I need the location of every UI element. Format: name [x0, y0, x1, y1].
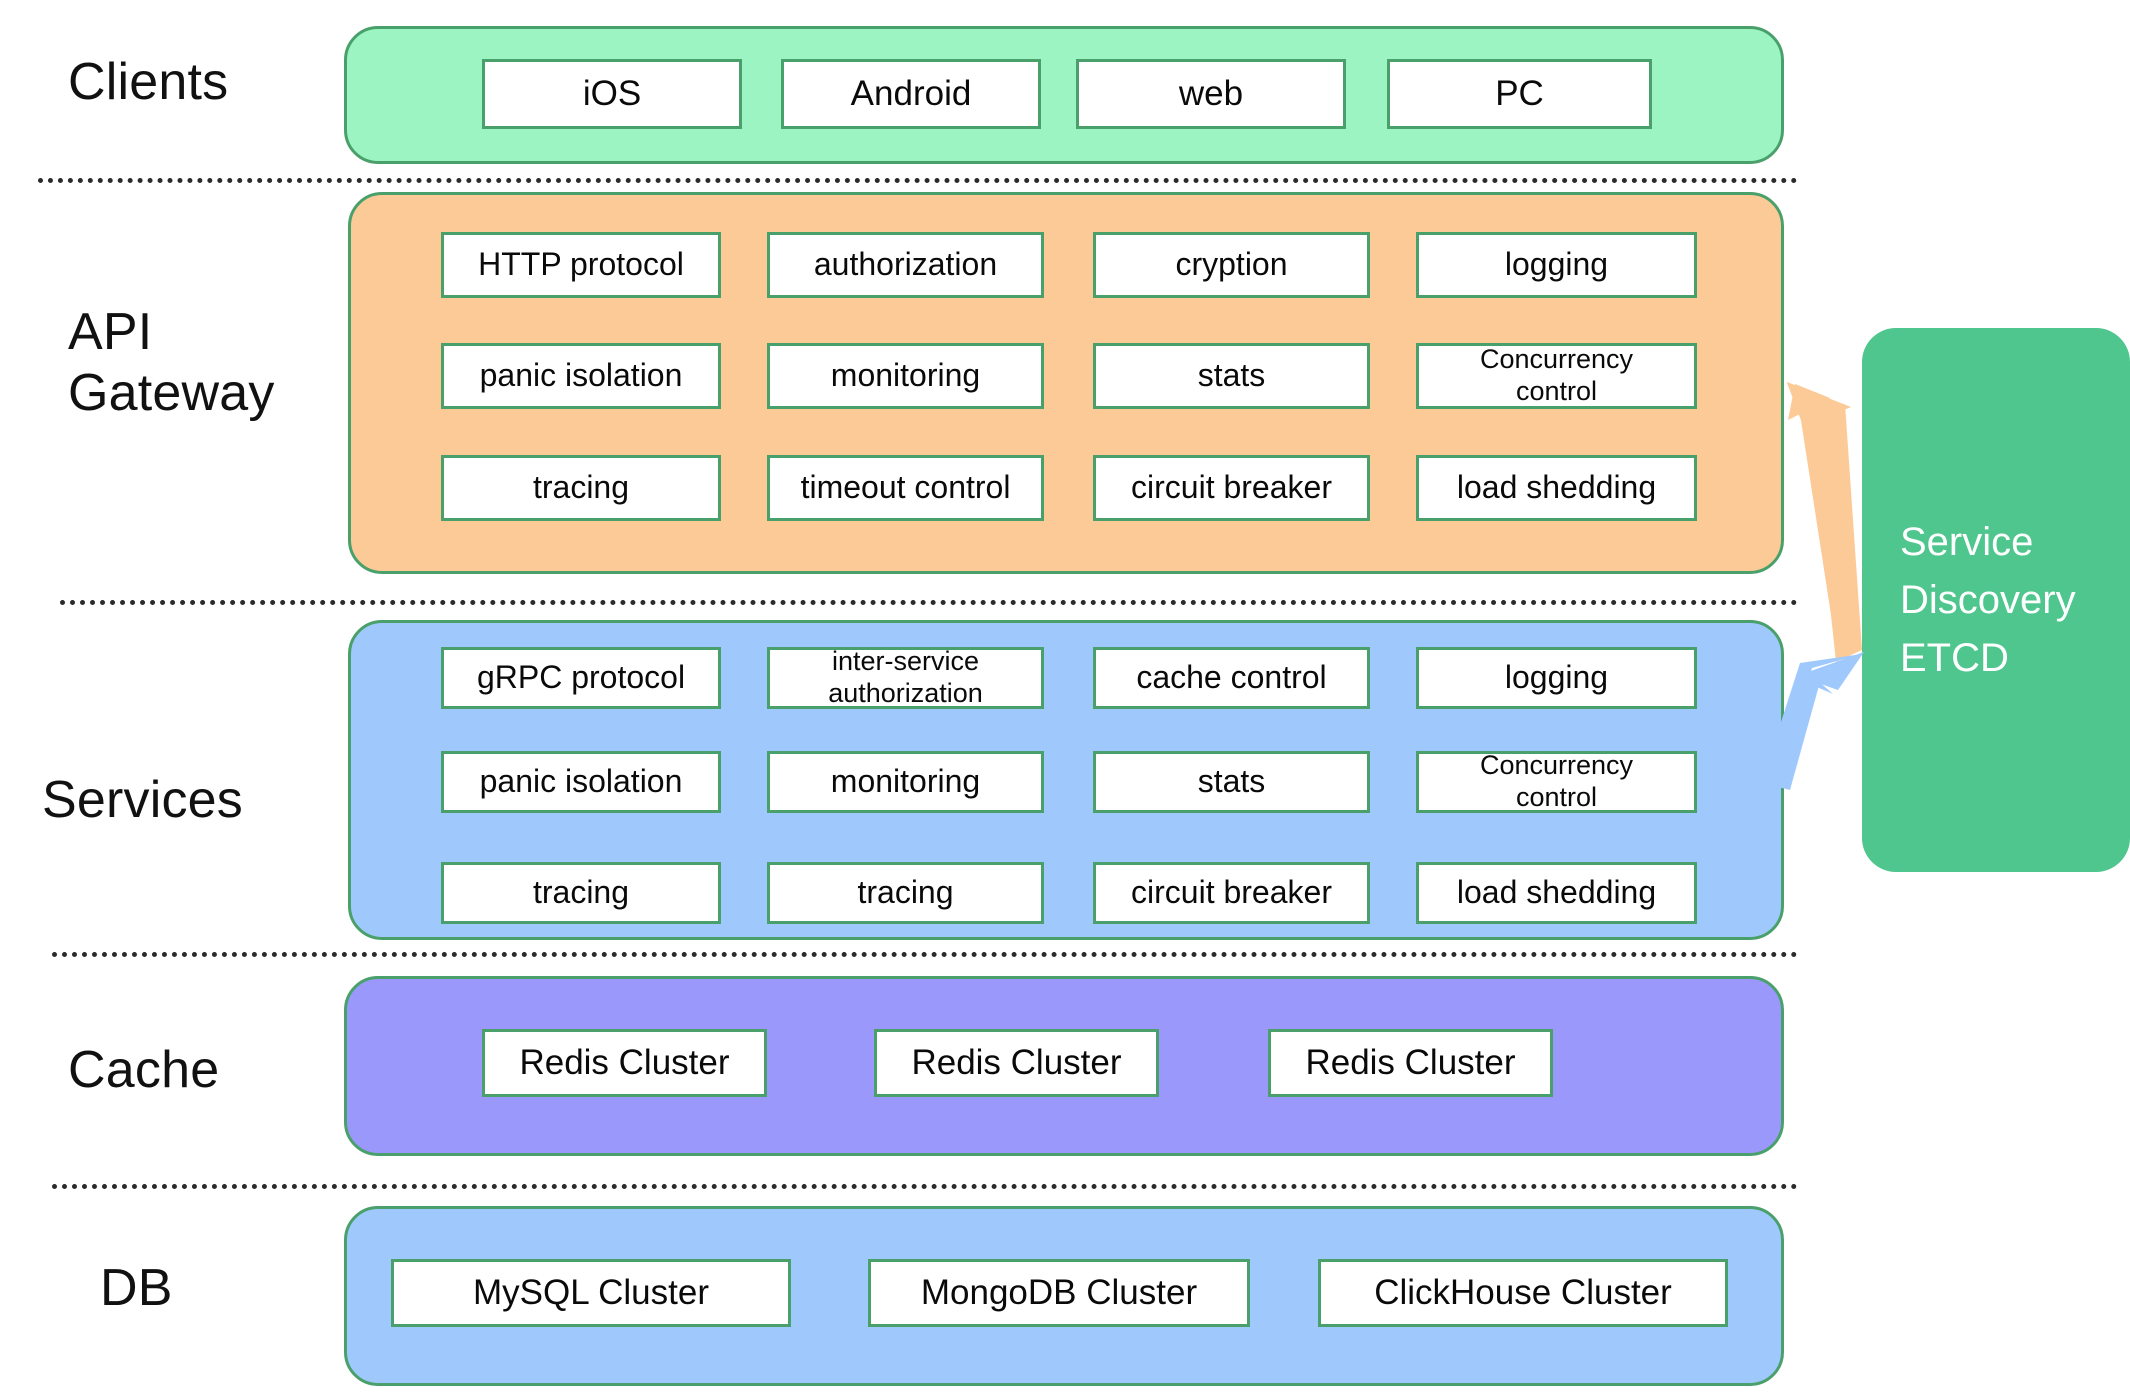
- cache-item-redis-2[interactable]: Redis Cluster: [874, 1029, 1159, 1097]
- arrow-gateway-to-etcd: [1787, 382, 1862, 662]
- row-label-api-gateway: API Gateway: [68, 303, 275, 423]
- gateway-item-tracing[interactable]: tracing: [441, 455, 721, 521]
- service-item-logging[interactable]: logging: [1416, 647, 1697, 709]
- gateway-item-load-shedding[interactable]: load shedding: [1416, 455, 1697, 521]
- service-item-stats[interactable]: stats: [1093, 751, 1370, 813]
- client-item-android[interactable]: Android: [781, 59, 1041, 129]
- row-label-db: DB: [100, 1259, 173, 1317]
- service-item-panic-isolation[interactable]: panic isolation: [441, 751, 721, 813]
- client-item-web[interactable]: web: [1076, 59, 1346, 129]
- service-item-cache-control[interactable]: cache control: [1093, 647, 1370, 709]
- band-api-gateway: HTTP protocol authorization cryption log…: [348, 192, 1784, 574]
- row-label-clients: Clients: [68, 53, 229, 111]
- row-label-services: Services: [42, 771, 243, 829]
- band-cache: Redis Cluster Redis Cluster Redis Cluste…: [344, 976, 1784, 1156]
- band-db: MySQL Cluster MongoDB Cluster ClickHouse…: [344, 1206, 1784, 1386]
- gateway-item-logging[interactable]: logging: [1416, 232, 1697, 298]
- client-item-ios[interactable]: iOS: [482, 59, 742, 129]
- cache-item-redis-3[interactable]: Redis Cluster: [1268, 1029, 1553, 1097]
- separator-clients-gateway: [38, 178, 1798, 183]
- band-services: gRPC protocol inter-service authorizatio…: [348, 620, 1784, 940]
- gateway-item-authorization[interactable]: authorization: [767, 232, 1044, 298]
- service-item-inter-service-authorization[interactable]: inter-service authorization: [767, 646, 1044, 709]
- gateway-item-concurrency-control[interactable]: Concurrency control: [1416, 343, 1697, 409]
- gateway-item-circuit-breaker[interactable]: circuit breaker: [1093, 455, 1370, 521]
- service-item-grpc-protocol[interactable]: gRPC protocol: [441, 647, 721, 709]
- service-item-monitoring[interactable]: monitoring: [767, 751, 1044, 813]
- separator-gateway-services: [60, 600, 1798, 605]
- db-item-mongodb-cluster[interactable]: MongoDB Cluster: [868, 1259, 1250, 1327]
- gateway-item-cryption[interactable]: cryption: [1093, 232, 1370, 298]
- band-clients: iOS Android web PC: [344, 26, 1784, 164]
- service-item-concurrency-control[interactable]: Concurrency control: [1416, 750, 1697, 813]
- client-item-pc[interactable]: PC: [1387, 59, 1652, 129]
- gateway-item-timeout-control[interactable]: timeout control: [767, 455, 1044, 521]
- cache-item-redis-1[interactable]: Redis Cluster: [482, 1029, 767, 1097]
- service-item-tracing-2[interactable]: tracing: [767, 862, 1044, 924]
- service-item-load-shedding[interactable]: load shedding: [1416, 862, 1697, 924]
- gateway-item-http-protocol[interactable]: HTTP protocol: [441, 232, 721, 298]
- db-item-clickhouse-cluster[interactable]: ClickHouse Cluster: [1318, 1259, 1728, 1327]
- separator-services-cache: [52, 952, 1798, 957]
- service-item-circuit-breaker[interactable]: circuit breaker: [1093, 862, 1370, 924]
- row-label-cache: Cache: [68, 1041, 220, 1099]
- gateway-item-panic-isolation[interactable]: panic isolation: [441, 343, 721, 409]
- service-item-tracing-1[interactable]: tracing: [441, 862, 721, 924]
- separator-cache-db: [52, 1184, 1798, 1189]
- gateway-item-stats[interactable]: stats: [1093, 343, 1370, 409]
- gateway-item-monitoring[interactable]: monitoring: [767, 343, 1044, 409]
- service-discovery-panel[interactable]: Service Discovery ETCD: [1862, 328, 2130, 872]
- db-item-mysql-cluster[interactable]: MySQL Cluster: [391, 1259, 791, 1327]
